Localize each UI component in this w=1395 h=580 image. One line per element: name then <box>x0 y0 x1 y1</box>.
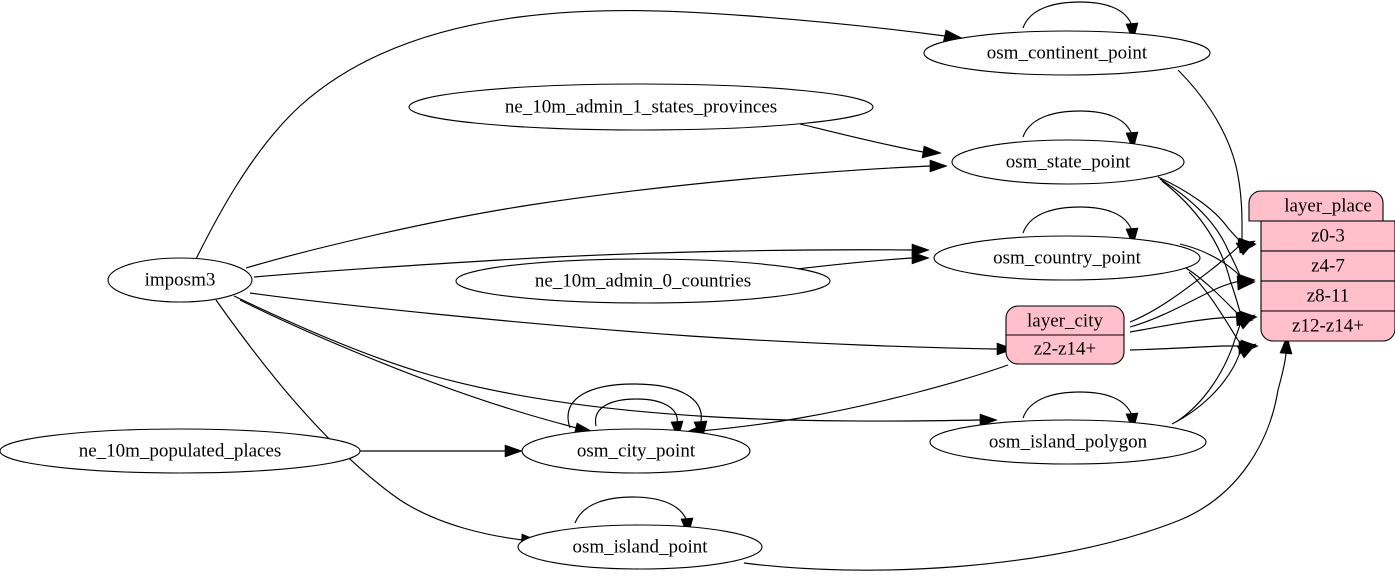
edge-imposm3-to-osm_island_point <box>215 299 540 547</box>
node-ne_10m_populated_places[interactable]: ne_10m_populated_places <box>0 428 361 474</box>
edge-layer_city-to-layer_place-b <box>1129 276 1256 328</box>
node-osm_state_point[interactable]: osm_state_point <box>951 139 1185 185</box>
node-osm_city_point[interactable]: osm_city_point <box>521 428 751 474</box>
edge-ne_states_provinces-to-osm_state_point <box>799 123 942 159</box>
self-loop-osm_continent_point <box>1022 1 1139 42</box>
edge-osm_island_polygon-to-layer_place-z8-11 <box>1175 314 1256 423</box>
edge-osm_island_point-to-layer_place <box>743 335 1293 571</box>
node-osm_island_polygon[interactable]: osm_island_polygon <box>929 419 1207 465</box>
node-layer_place[interactable]: layer_place z0-3 z4-7 z8-11 z12-z14+ <box>1248 190 1395 342</box>
node-osm_country_point[interactable]: osm_country_point <box>933 235 1201 281</box>
node-layer_city[interactable]: layer_city z2-z14+ <box>1005 305 1125 365</box>
node-imposm3[interactable]: imposm3 <box>107 257 253 303</box>
edge-ne_populated_places-to-osm_city_point <box>360 444 523 458</box>
edge-imposm3-to-osm_country_point <box>253 243 930 278</box>
node-ne_10m_admin_0_countries[interactable]: ne_10m_admin_0_countries <box>455 258 831 304</box>
edge-imposm3-to-osm_city_point <box>239 299 596 436</box>
edge-ne_admin_0_countries-to-osm_country_point <box>796 251 930 270</box>
edge-imposm3-to-osm_state_point <box>245 159 948 269</box>
self-loop-osm_country_point <box>1022 206 1139 247</box>
edge-layer_city-to-layer_place-c <box>1129 310 1258 333</box>
node-osm_island_point[interactable]: osm_island_point <box>517 524 763 570</box>
edge-imposm3-to-osm_island_polygon <box>233 295 998 427</box>
edge-layer_city-to-layer_place-d <box>1129 339 1259 353</box>
edge-layer_city-to-osm_city_point <box>683 364 1009 438</box>
node-osm_continent_point[interactable]: osm_continent_point <box>923 30 1211 76</box>
node-ne_10m_admin_1_states_provinces[interactable]: ne_10m_admin_1_states_provinces <box>408 83 874 131</box>
edge-layer_city-to-layer_place-a <box>1129 240 1256 323</box>
self-loop-osm_state_point <box>1022 110 1139 151</box>
edge-osm_state_point-to-layer_place-z0-3 <box>1157 176 1256 254</box>
node-layer: imposm3 ne_10m_admin_1_states_provinces … <box>0 30 1395 570</box>
edge-osm_continent_point-to-layer_place-z0-3 <box>1177 69 1257 252</box>
